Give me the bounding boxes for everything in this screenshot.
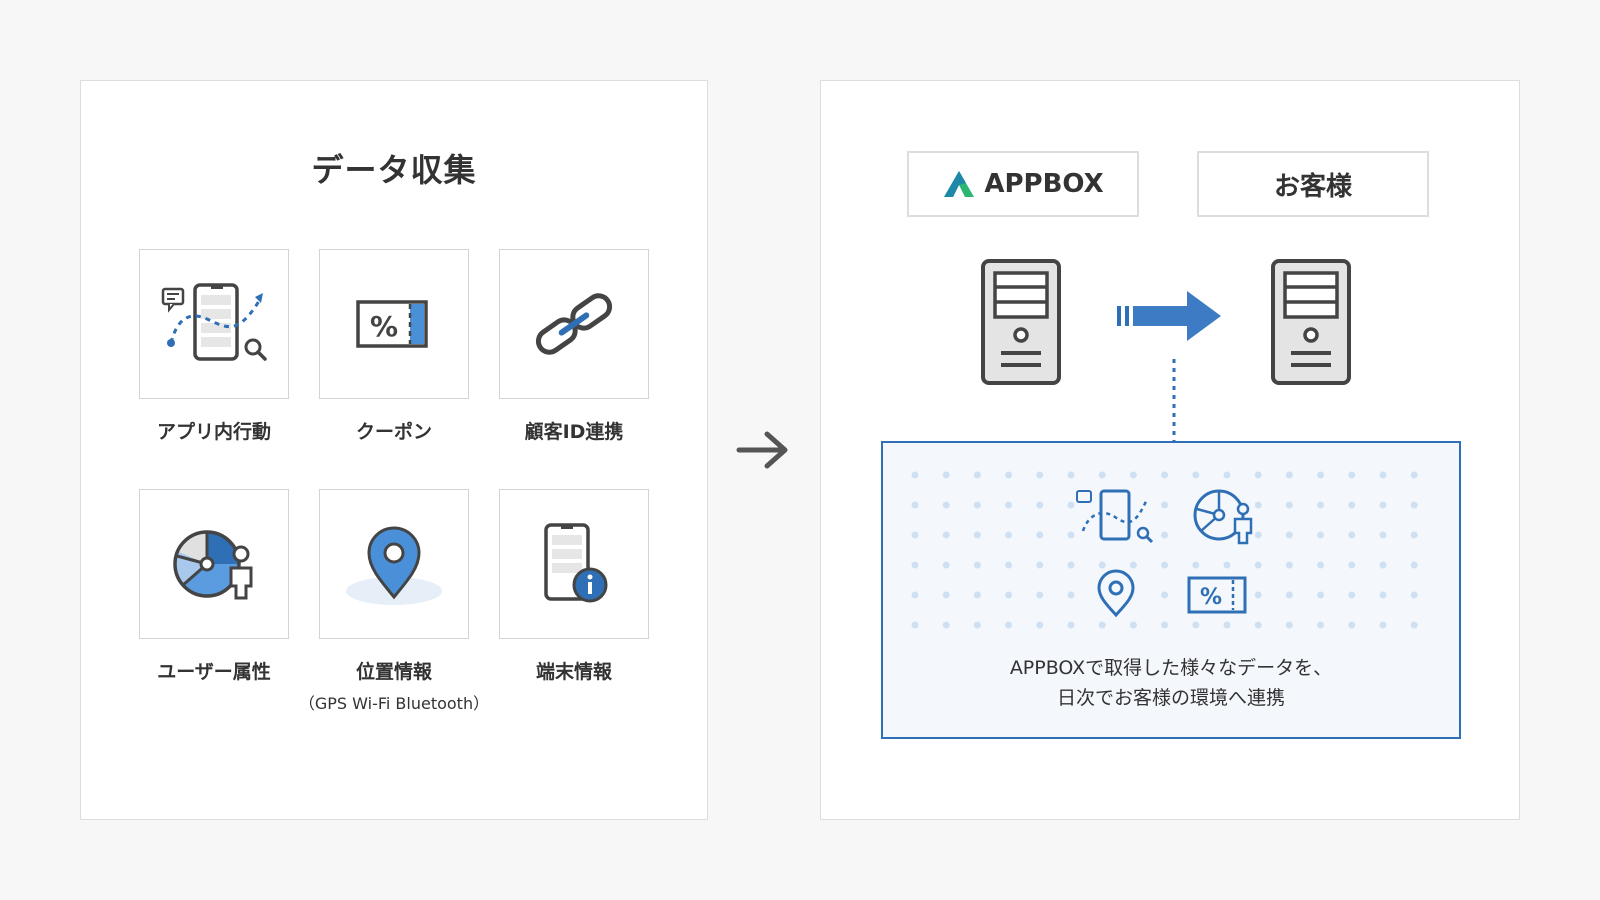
user-attribute-icon <box>173 530 253 600</box>
panel-title: データ収集 <box>311 151 477 189</box>
mini-location-pin-icon <box>1093 569 1139 619</box>
item-label: クーポン <box>355 421 432 443</box>
mini-app-behavior-icon <box>1075 487 1155 545</box>
svg-text:%: % <box>370 310 398 343</box>
integration-info-box: % APPBOXで取得した様々なデータを、 日次でお客様の環境へ連携 <box>881 441 1461 739</box>
icon-box <box>139 489 289 639</box>
description-line-2: 日次でお客様の環境へ連携 <box>1056 687 1285 709</box>
item-label: 端末情報 <box>535 661 612 683</box>
device-info-icon <box>544 523 608 603</box>
item-customer-id: 顧客ID連携 <box>499 249 649 444</box>
item-app-behavior: アプリ内行動 <box>139 249 289 444</box>
item-user-attribute: ユーザー属性 <box>139 489 289 684</box>
icon-box <box>499 249 649 399</box>
icon-box <box>499 489 649 639</box>
dot-pattern <box>911 471 1418 629</box>
item-label: ユーザー属性 <box>157 661 271 683</box>
flow-arrow-icon <box>736 431 788 469</box>
customer-server-icon <box>1271 259 1351 385</box>
data-collection-panel: データ収集 アプリ内行動 <box>80 80 708 820</box>
mini-coupon-icon: % <box>1187 575 1247 615</box>
dotted-connector <box>1172 359 1176 441</box>
appbox-logo-box: APPBOX <box>907 151 1139 217</box>
data-integration-panel: APPBOX お客様 <box>820 80 1520 820</box>
item-location: 位置情報 （GPS Wi-Fi Bluetooth） <box>299 489 489 714</box>
item-sublabel: （GPS Wi-Fi Bluetooth） <box>298 694 490 713</box>
icon-box <box>319 489 469 639</box>
description-line-1: APPBOXで取得した様々なデータを、 <box>1009 657 1333 679</box>
item-label: 顧客ID連携 <box>524 421 624 443</box>
customer-label: お客様 <box>1273 171 1352 202</box>
appbox-label: APPBOX <box>984 169 1104 199</box>
coupon-icon: % <box>356 300 428 348</box>
location-pin-icon <box>346 526 442 605</box>
item-device-info: 端末情報 <box>499 489 649 684</box>
appbox-server-icon <box>981 259 1061 385</box>
mini-user-attribute-icon <box>1191 485 1255 547</box>
item-coupon: % クーポン <box>319 249 469 444</box>
customer-box: お客様 <box>1197 151 1429 217</box>
integration-description: APPBOXで取得した様々なデータを、 日次でお客様の環境へ連携 <box>883 653 1459 713</box>
app-behavior-icon <box>161 283 267 361</box>
item-label: 位置情報 <box>355 661 432 683</box>
link-icon <box>535 293 613 355</box>
svg-text:%: % <box>1200 585 1222 610</box>
icon-box: % <box>319 249 469 399</box>
transfer-arrow-icon <box>1117 291 1221 341</box>
icon-box <box>139 249 289 399</box>
item-label: アプリ内行動 <box>156 421 271 443</box>
appbox-logo-icon <box>944 171 975 197</box>
